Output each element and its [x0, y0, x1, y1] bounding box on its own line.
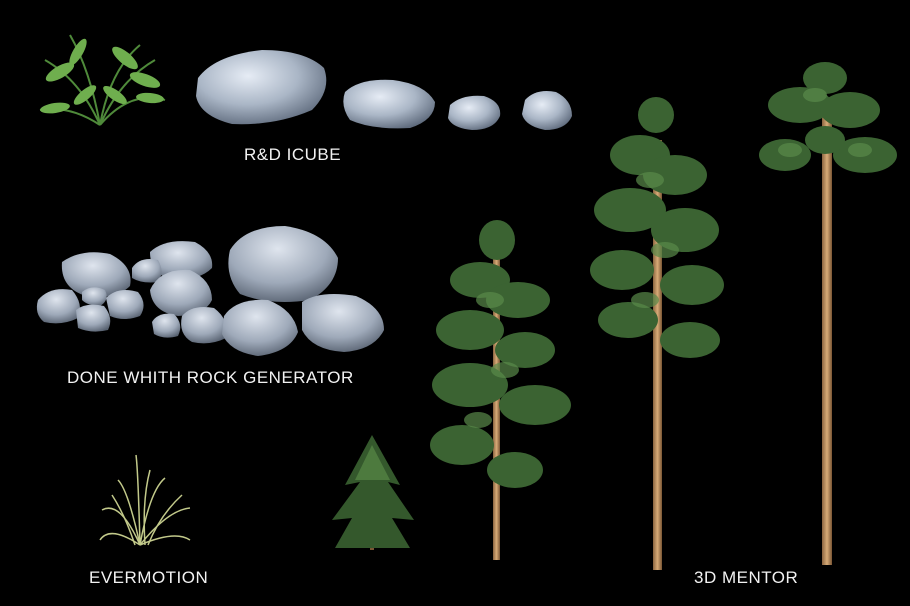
label-3d-mentor: 3D MENTOR — [694, 568, 799, 587]
fir-small — [332, 435, 414, 550]
label-evermotion: EVERMOTION — [89, 568, 209, 587]
pine-tallest — [759, 62, 897, 565]
pine-tall — [590, 97, 724, 570]
fern-plant — [39, 34, 166, 126]
pine-medium — [430, 220, 571, 560]
rock-small-2 — [522, 91, 572, 130]
label-rock-generator: DONE WHITH ROCK GENERATOR — [67, 368, 354, 387]
grass-tuft — [99, 454, 191, 546]
label-icube: R&D ICUBE — [244, 145, 342, 164]
rock-medium — [343, 79, 435, 129]
rock-pile — [36, 226, 384, 356]
rock-small-1 — [448, 95, 501, 130]
rock-large — [196, 50, 327, 125]
rock-row — [196, 50, 572, 130]
